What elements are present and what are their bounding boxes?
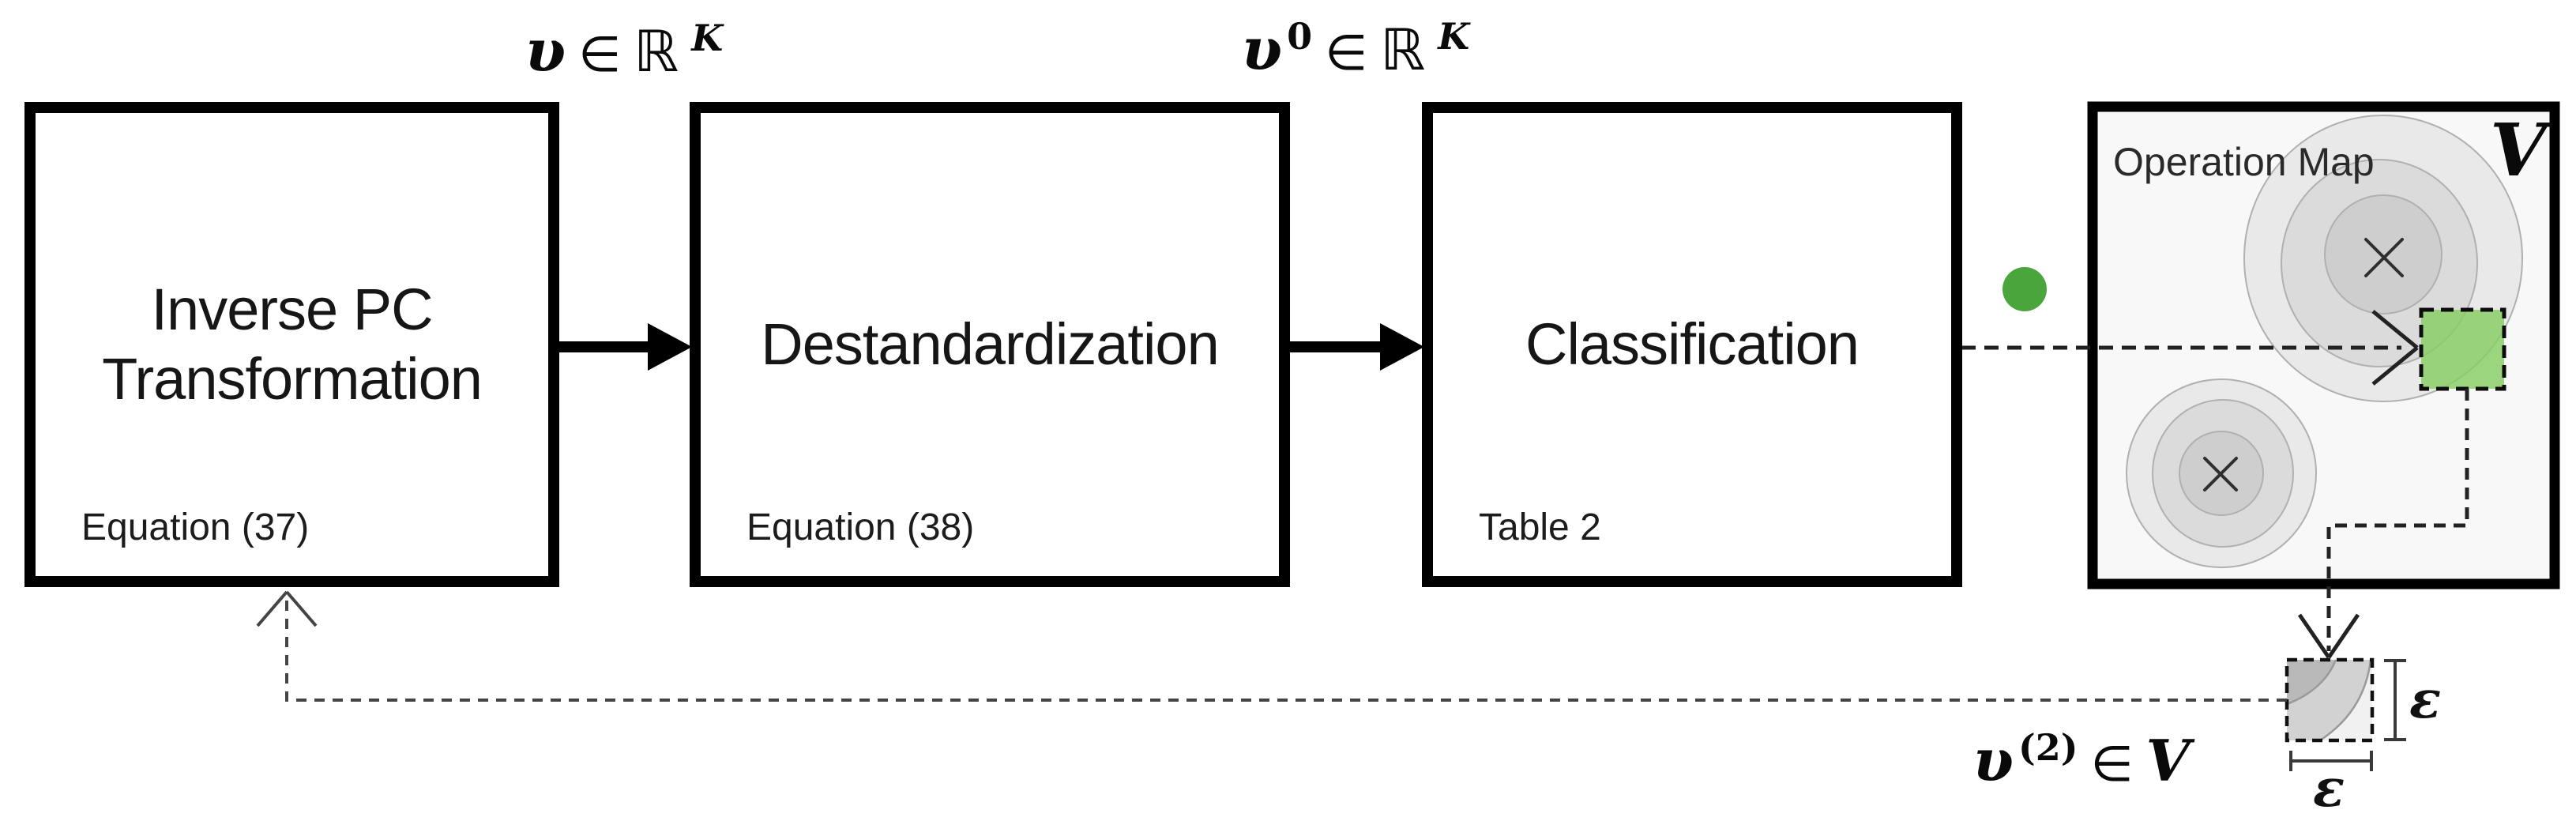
superscript-2: (2) bbox=[2018, 726, 2078, 769]
upsilon-symbol: υ bbox=[525, 17, 566, 85]
epsilon-height-label: ε bbox=[2409, 668, 2442, 730]
dashed-connector-cell-to-epsilon bbox=[2297, 389, 2469, 659]
superscript-0: 0 bbox=[1287, 15, 1313, 58]
box-title-wrap: Inverse PC Transformation bbox=[36, 113, 548, 576]
cluster-center-x-icon bbox=[2364, 238, 2404, 277]
element-of-symbol: ∈ bbox=[2090, 735, 2134, 793]
box-caption: Table 2 bbox=[1479, 507, 1601, 548]
box-title-line: Transformation bbox=[102, 346, 483, 412]
label-v2-in-V: υ (2) ∈ V bbox=[1972, 726, 2191, 795]
epsilon-width-label: ε bbox=[2313, 757, 2345, 819]
label-v0-in-RK: υ 0 ∈ ℝ K bbox=[1241, 15, 1470, 84]
epsilon-width-bracket bbox=[2289, 751, 2373, 771]
box-caption: Equation (38) bbox=[746, 507, 975, 548]
box-title-line: Destandardization bbox=[761, 311, 1219, 377]
epsilon-height-bracket bbox=[2384, 659, 2406, 741]
box-classification: Classification Table 2 bbox=[1422, 102, 1962, 587]
box-inverse-pc-transformation: Inverse PC Transformation Equation (37) bbox=[24, 102, 559, 587]
label-v-in-RK: υ ∈ ℝ K bbox=[525, 17, 723, 85]
epsilon-zoom-cell bbox=[2285, 657, 2375, 743]
flow-arrow-2 bbox=[1289, 323, 1424, 371]
reals-symbol: ℝ bbox=[634, 18, 679, 85]
box-title-wrap: Destandardization bbox=[701, 113, 1279, 576]
green-operation-cell bbox=[2419, 307, 2506, 391]
superscript-K: K bbox=[691, 17, 724, 59]
flow-arrow-1 bbox=[558, 323, 692, 371]
box-caption: Equation (37) bbox=[81, 507, 310, 548]
upsilon-symbol: υ bbox=[1972, 727, 2014, 795]
cluster-center-x-icon bbox=[2203, 457, 2238, 491]
box-title-line: Inverse PC bbox=[151, 277, 433, 342]
set-V-symbol: V bbox=[2145, 727, 2191, 794]
element-of-symbol: ∈ bbox=[578, 25, 622, 83]
upsilon-symbol: υ bbox=[1241, 16, 1283, 84]
operation-map-title: Operation Map bbox=[2113, 140, 2375, 184]
cluster-blob-small bbox=[2126, 378, 2317, 568]
feedback-loop-arrow bbox=[256, 590, 2287, 702]
superscript-K: K bbox=[1438, 15, 1470, 58]
dashed-connector-to-green-cell bbox=[1961, 310, 2419, 386]
operation-map-set-symbol: V bbox=[2490, 107, 2547, 193]
reals-symbol: ℝ bbox=[1380, 17, 1426, 83]
green-state-dot bbox=[2003, 267, 2047, 311]
element-of-symbol: ∈ bbox=[1325, 24, 1368, 81]
box-title-wrap: Classification bbox=[1433, 113, 1951, 576]
box-title-line: Classification bbox=[1525, 311, 1860, 377]
box-destandardization: Destandardization Equation (38) bbox=[690, 102, 1290, 587]
